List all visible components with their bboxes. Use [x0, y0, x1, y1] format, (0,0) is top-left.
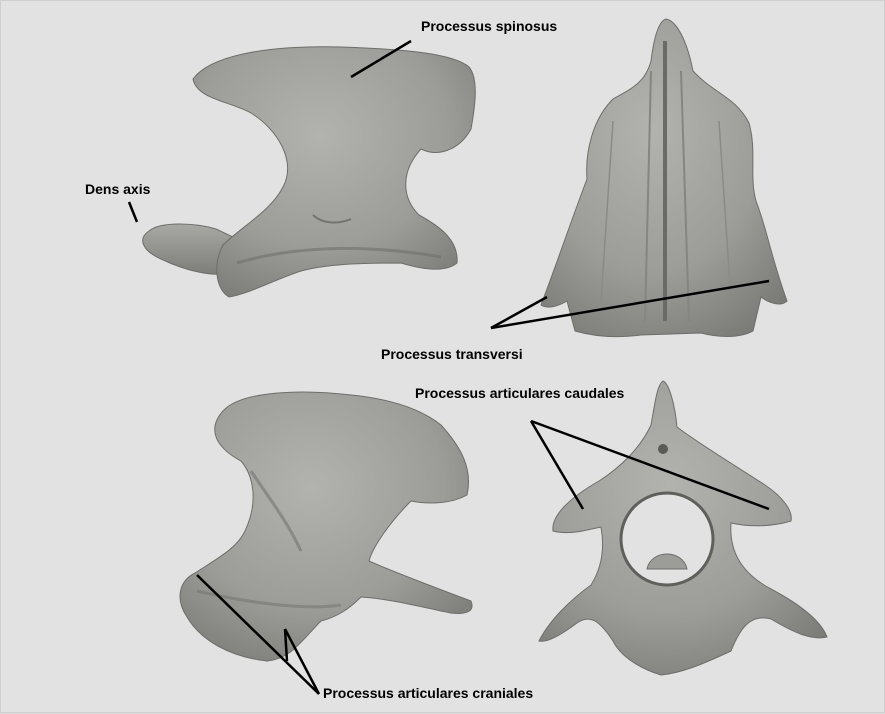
vertebral-foramen-shape	[621, 493, 713, 585]
cranial-view	[539, 381, 827, 675]
oblique-body-shape	[180, 392, 472, 661]
label-processus-articulares-caudales: Processus articulares caudales	[415, 385, 624, 401]
label-processus-transversi: Processus transversi	[381, 346, 523, 362]
lateral-body-shape	[193, 47, 475, 297]
label-processus-articulares-craniales: Processus articulares craniales	[323, 685, 533, 701]
leader-caudales-left	[531, 421, 583, 509]
lateral-view	[143, 47, 476, 297]
label-processus-spinosus: Processus spinosus	[421, 18, 557, 34]
label-dens-axis: Dens axis	[85, 181, 150, 197]
oblique-view	[180, 392, 472, 661]
dorsal-view	[541, 19, 787, 337]
leader-dens	[129, 202, 137, 222]
